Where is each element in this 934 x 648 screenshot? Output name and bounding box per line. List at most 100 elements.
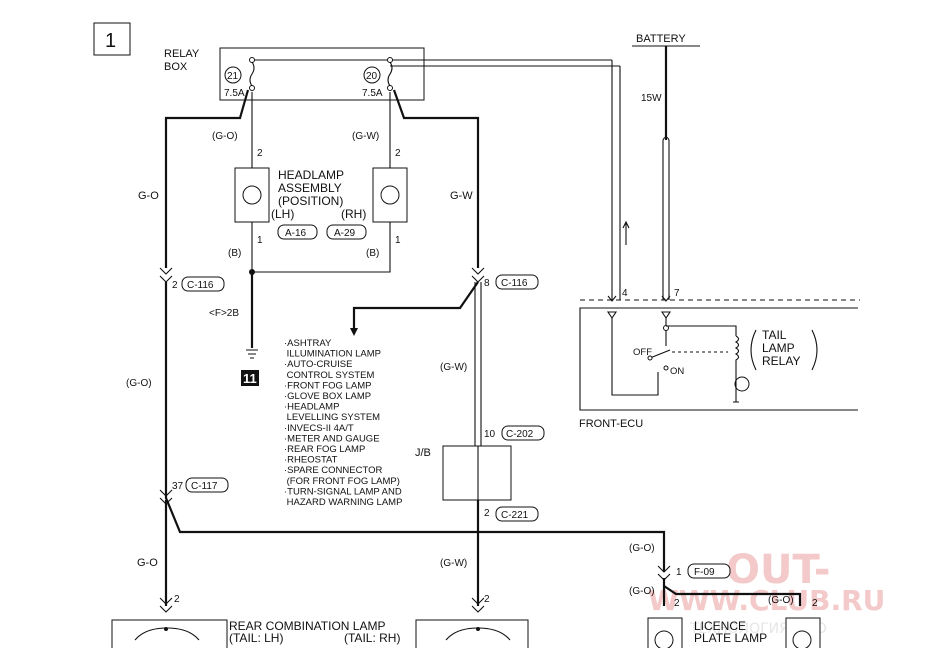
wire-label-b-lh: (B) xyxy=(228,248,241,259)
ground-number-box xyxy=(241,370,259,386)
to-list-arrow xyxy=(350,328,358,336)
fuse-20-badge xyxy=(363,66,381,84)
lh-pin-2: 2 xyxy=(257,148,263,159)
lh-pin-1: 1 xyxy=(257,235,263,246)
wire-g-o-top xyxy=(164,89,250,268)
to-list-item: ·FRONT FOG LAMP xyxy=(284,380,371,391)
to-list-item: ·GLOVE BOX LAMP xyxy=(284,391,371,402)
fuse-21-icon xyxy=(249,61,255,87)
c221-badge xyxy=(495,506,539,522)
watermark: OUT- WWW.CLUB.RU ТЕХНОЛОГИЯ 4WD xyxy=(648,547,885,637)
relay-ground xyxy=(733,376,739,403)
to-list-item: HAZARD WARNING LAMP xyxy=(284,497,402,508)
wire-label-rh-top: (G-W) xyxy=(352,131,379,142)
fuse-20-terminal xyxy=(387,57,393,63)
wire-label-g-o-5: (G-O) xyxy=(629,586,655,597)
wire-g-w-top xyxy=(392,89,480,268)
diagram-number: 1 xyxy=(105,30,116,52)
to-list-item: (FOR FRONT FOG LAMP) xyxy=(284,476,400,487)
to-list-item: ·AUTO-CRUISE xyxy=(284,359,352,370)
to-list-item: ·SPARE CONNECTOR xyxy=(284,465,382,476)
to-list-item: ·ASHTRAY xyxy=(284,338,332,349)
jb-pin-10: 10 xyxy=(484,429,496,440)
wire-plate-rh xyxy=(663,585,802,606)
relay-coil-icon xyxy=(734,335,740,376)
plate-rh-bulb-icon xyxy=(792,630,812,648)
jb-label: J/B xyxy=(415,447,431,459)
relay-off-label: OFF xyxy=(633,347,652,358)
headlamp-rh-label: (RH) xyxy=(341,207,366,221)
c116-lh-marker xyxy=(159,267,173,283)
relay-label-3: RELAY xyxy=(762,354,800,368)
relay-box-label-2: BOX xyxy=(164,61,188,73)
c116-lh-label: C-116 xyxy=(187,280,214,291)
plate-lh-pin: 2 xyxy=(674,598,680,609)
c116-rh-marker xyxy=(471,267,485,283)
jb-pin-2: 2 xyxy=(484,508,490,519)
rh-pin-1: 1 xyxy=(395,235,401,246)
to-list-item: LEVELLING SYSTEM xyxy=(284,412,380,423)
wire-label-b-rh: (B) xyxy=(366,248,379,259)
wire-g-w-mid xyxy=(474,282,482,446)
c116-rh-pin: 8 xyxy=(484,278,490,289)
fuse-21-out xyxy=(249,85,255,91)
c116-lh-badge xyxy=(181,276,225,292)
rear-lh-node xyxy=(164,627,168,631)
c117-pin: 37 xyxy=(172,481,184,492)
fuse-21-badge xyxy=(224,66,242,84)
f09-label: F-09 xyxy=(694,567,715,578)
relay-bracket xyxy=(750,329,818,371)
to-list-item: ·TURN-SIGNAL LAMP AND xyxy=(284,486,402,497)
headlamp-ground-wire xyxy=(251,222,391,273)
relay-transistor-icon xyxy=(734,376,750,392)
rear-combination-rh-label: (TAIL: RH) xyxy=(344,631,400,645)
conn-a29-badge xyxy=(326,224,367,240)
wire-g-o-main xyxy=(164,282,666,572)
headlamp-lh-label: (LH) xyxy=(271,207,294,221)
rear-lh-pin: 2 xyxy=(174,594,180,605)
to-list-item: CONTROL SYSTEM xyxy=(284,370,375,381)
relay-coil-feed xyxy=(666,325,737,336)
relay-label-2: LAMP xyxy=(762,341,795,355)
front-ecu-label: FRONT-ECU xyxy=(579,418,643,430)
wire-label-g-o-3: G-O xyxy=(137,557,158,569)
battery-harness-cap xyxy=(662,136,670,141)
ecu-pin-7: 7 xyxy=(674,288,680,299)
c202-label: C-202 xyxy=(506,429,534,440)
conn-a29: A-29 xyxy=(334,228,356,239)
rh-pin-2: 2 xyxy=(395,148,401,159)
wire-label-g-w-2: (G-W) xyxy=(440,362,467,373)
c116-rh-badge xyxy=(495,274,539,290)
ground-icon xyxy=(246,349,258,359)
fuse-20-icon xyxy=(387,61,393,87)
conn-a16: A-16 xyxy=(285,228,307,239)
fuse-20-rating: 7.5A xyxy=(362,88,383,99)
c116-rh-label: C-116 xyxy=(501,278,528,289)
relay-label-1: TAIL xyxy=(762,328,787,342)
rear-combination-lh-label: (TAIL: LH) xyxy=(229,631,283,645)
to-list-item: ·REAR FOG LAMP xyxy=(284,444,365,455)
to-list-item: ·INVECS-II 4A/T xyxy=(284,423,354,434)
relay-switch-on-contact xyxy=(663,365,669,371)
headlamp-label-2: ASSEMBLY xyxy=(278,181,342,195)
conn-a16-badge xyxy=(277,224,318,240)
rear-combination-lamp-rh xyxy=(415,619,529,648)
wire-label-g-o-1: G-O xyxy=(138,190,159,202)
headlamp-label-3: (POSITION) xyxy=(278,194,343,208)
to-list-item: ·METER AND GAUGE xyxy=(284,433,380,444)
watermark-line1: OUT- xyxy=(726,547,831,593)
ecu-connector-marks xyxy=(607,295,671,302)
to-list-item: ·RHEOSTAT xyxy=(284,455,338,466)
wire-to-list xyxy=(352,281,479,332)
ground-splice-label: <F>2B xyxy=(209,308,239,319)
rear-combination-lamp-lh xyxy=(111,619,228,648)
battery-label: BATTERY xyxy=(636,33,686,45)
battery-wire-label: 15W xyxy=(641,93,662,104)
fuse-21-rating: 7.5A xyxy=(224,88,245,99)
wire-label-g-w-3: (G-W) xyxy=(440,558,467,569)
plate-rh-pin: 2 xyxy=(812,598,818,609)
relay-box xyxy=(219,47,425,101)
f09-badge xyxy=(687,563,731,579)
fuse-21-number: 21 xyxy=(227,71,239,82)
